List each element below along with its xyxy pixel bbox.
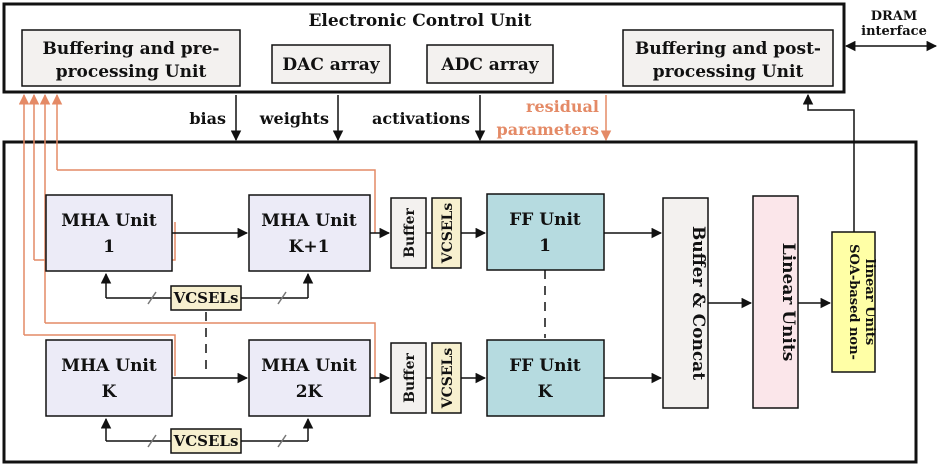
- pre-processing-label-line2: processing Unit: [56, 62, 207, 82]
- vcsels-bottom: [170, 428, 242, 454]
- activations-label: activations: [372, 109, 470, 128]
- buffer-bottom-label: Buffer: [402, 352, 418, 402]
- vcsels-ff-top-label: VCSELs: [440, 203, 456, 265]
- adc-array: [426, 44, 554, 84]
- vcsel-link-bottom: [100, 417, 314, 448]
- mha-unit-1: [45, 194, 173, 272]
- post-processing-unit: [622, 29, 834, 87]
- vcsels-bottom-label: VCSELs: [173, 432, 239, 450]
- vcsels-top-label: VCSELs: [173, 289, 239, 307]
- ff-unit-1-label-line1: FF Unit: [509, 210, 581, 230]
- ff-unit-1-label-line2: 1: [539, 236, 551, 256]
- ff-unit-k-label-line2: K: [538, 382, 554, 402]
- mha-unit-k-label-line2: K: [102, 382, 118, 402]
- output-to-post-processing-arrow: [802, 93, 855, 232]
- vcsel-link-top: [100, 272, 314, 305]
- pre-processing-unit: [21, 29, 241, 87]
- mha-unit-k-label-line1: MHA Unit: [61, 356, 157, 376]
- mha-unit-2k: [248, 339, 371, 417]
- vcsels-ff-bottom-label: VCSELs: [440, 348, 456, 410]
- buffer-bottom: [390, 342, 427, 414]
- vcsels-ff-bottom: [431, 342, 462, 414]
- ff-unit-k-label-line1: FF Unit: [509, 356, 581, 376]
- mha-unit-1-label-line2: 1: [103, 237, 115, 257]
- residual-label-line1: residual: [526, 97, 599, 116]
- vcsels-ff-top: [431, 197, 462, 269]
- residual-label-line2: parameters: [497, 120, 599, 139]
- mha-unit-k-plus-1: [248, 194, 371, 272]
- soa-label-line2: linear Units: [862, 259, 877, 345]
- buffer-concat-label: Buffer & Concat: [688, 226, 708, 380]
- dac-array: [271, 44, 391, 84]
- weights-label: weights: [259, 109, 329, 128]
- buffer-concat: [662, 197, 709, 409]
- mha-unit-k-plus-1-label-line1: MHA Unit: [261, 211, 357, 231]
- bias-label: bias: [189, 109, 226, 128]
- ecu-title: Electronic Control Unit: [308, 11, 531, 31]
- post-processing-label-line1: Buffering and post-: [635, 39, 821, 59]
- mha-unit-1-label-line1: MHA Unit: [61, 211, 157, 231]
- mha-unit-2k-label-line2: 2K: [296, 382, 324, 402]
- linear-units: [752, 195, 799, 409]
- soa-nonlinear-units: [831, 231, 876, 373]
- mha-unit-k: [45, 339, 173, 417]
- mha-unit-2k-label-line1: MHA Unit: [261, 356, 357, 376]
- dram-label-line1: DRAM: [871, 9, 918, 24]
- linear-units-label: Linear Units: [778, 243, 798, 362]
- buffer-top-label: Buffer: [402, 207, 418, 257]
- post-processing-label-line2: processing Unit: [653, 62, 804, 82]
- adc-array-label: ADC array: [440, 55, 539, 75]
- dac-array-label: DAC array: [282, 55, 380, 75]
- residual-feedback-lines: [18, 93, 376, 378]
- dram-label-line2: interface: [861, 24, 927, 39]
- ff-unit-k: [486, 339, 605, 417]
- vcsels-top: [170, 285, 242, 311]
- soa-label-line1: SOA-based non-: [846, 244, 861, 360]
- accelerator-frame: [2, 140, 918, 464]
- pre-processing-label-line1: Buffering and pre-: [43, 39, 220, 59]
- buffer-top: [390, 197, 427, 269]
- ff-unit-1: [486, 193, 605, 271]
- mha-unit-k-plus-1-label-line2: K+1: [289, 237, 330, 257]
